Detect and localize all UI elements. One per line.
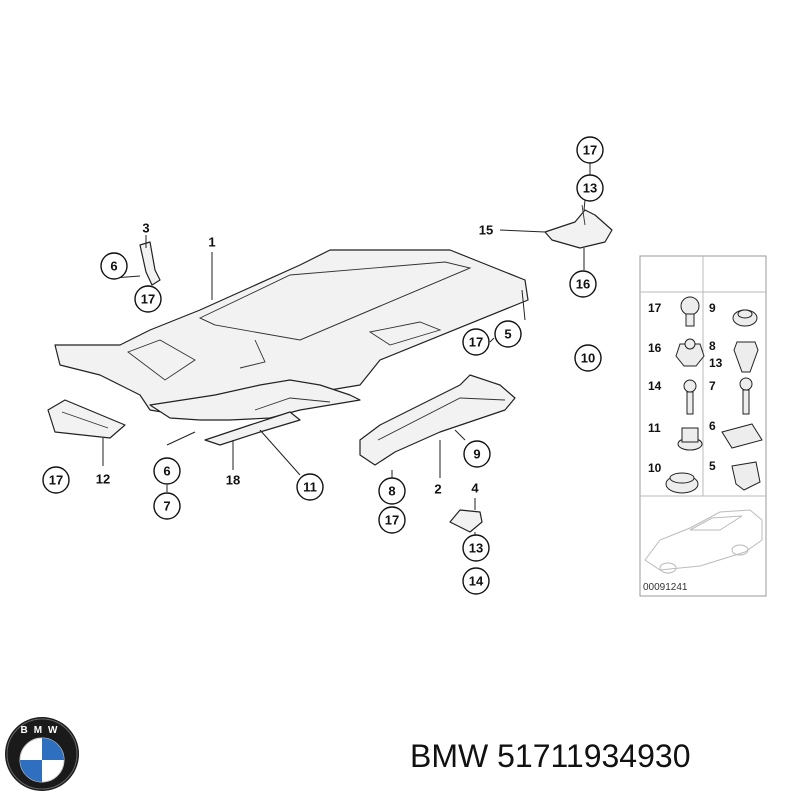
nut-icon: [675, 338, 705, 367]
callout-17-bottom-left: 17: [42, 466, 70, 494]
svg-text:6: 6: [163, 464, 170, 479]
spring-nut-icon: [721, 423, 763, 449]
callout-17-bottom: 17: [378, 506, 406, 534]
legend-5: 5: [709, 459, 716, 473]
side-shield-part: [359, 374, 516, 466]
label-2: 2: [434, 482, 441, 497]
svg-text:17: 17: [49, 473, 63, 488]
label-1: 1: [208, 235, 215, 250]
screw-icon-14: [683, 379, 697, 415]
callout-5: 5: [494, 320, 522, 348]
svg-text:17: 17: [141, 292, 155, 307]
fastener-legend: 17 9 16 8 13 14 7: [639, 255, 767, 597]
callout-10: 10: [574, 344, 602, 372]
bracket-strip-part: [204, 411, 301, 446]
svg-text:11: 11: [303, 480, 317, 495]
legend-9: 9: [709, 301, 716, 315]
bmw-logo: BMW: [5, 717, 79, 791]
callout-17-left: 17: [134, 285, 162, 313]
svg-text:10: 10: [581, 351, 595, 366]
callout-13-top: 13: [576, 174, 604, 202]
bracket-15-part: [544, 209, 613, 249]
label-12: 12: [96, 472, 110, 487]
callout-17-top: 17: [576, 136, 604, 164]
callout-13-bottom: 13: [462, 534, 490, 562]
svg-text:17: 17: [469, 335, 483, 350]
legend-16: 16: [648, 341, 662, 355]
legend-6: 6: [709, 419, 716, 433]
grommet-icon: [665, 472, 699, 494]
svg-text:17: 17: [385, 513, 399, 528]
svg-text:14: 14: [469, 574, 484, 589]
legend-8: 8: [709, 339, 716, 353]
leader-lines: [102, 163, 591, 538]
bracket-3-part: [139, 241, 161, 286]
part-number-caption: BMW 51711934930: [410, 738, 691, 774]
svg-text:8: 8: [388, 484, 395, 499]
svg-text:7: 7: [163, 499, 170, 514]
svg-text:5: 5: [504, 327, 511, 342]
svg-text:BMW: BMW: [21, 725, 64, 736]
diagram-reference-code: 00091241: [643, 582, 688, 593]
legend-13: 13: [709, 356, 723, 370]
clip-nut-icon: [731, 461, 761, 491]
callout-7: 7: [153, 492, 181, 520]
legend-14: 14: [648, 379, 662, 393]
label-18: 18: [226, 473, 240, 488]
svg-text:9: 9: [473, 447, 480, 462]
legend-11: 11: [648, 421, 661, 435]
svg-text:17: 17: [583, 143, 597, 158]
callout-16: 16: [569, 270, 597, 298]
label-4: 4: [471, 481, 479, 496]
svg-text:13: 13: [583, 181, 597, 196]
svg-text:6: 6: [110, 259, 117, 274]
callout-9: 9: [463, 440, 491, 468]
callout-6-left: 6: [100, 252, 128, 280]
underbody-shield-part: [54, 249, 529, 421]
callout-6-bottom: 6: [153, 457, 181, 485]
label-15: 15: [479, 223, 493, 238]
legend-7: 7: [709, 379, 716, 393]
label-3: 3: [142, 221, 149, 236]
car-outline-icon: [644, 509, 763, 574]
svg-text:16: 16: [576, 277, 590, 292]
clip-4-part: [449, 509, 483, 533]
callout-11: 11: [296, 473, 324, 501]
screw-icon-7: [739, 377, 753, 415]
expanding-clip-icon: [733, 341, 759, 373]
flange-nut-icon: [677, 427, 703, 451]
callout-14: 14: [462, 567, 490, 595]
plug-icon: [732, 309, 758, 327]
svg-text:13: 13: [469, 541, 483, 556]
legend-10: 10: [648, 461, 662, 475]
legend-17: 17: [648, 301, 662, 315]
screw-cap-icon: [680, 296, 700, 327]
callout-8: 8: [378, 477, 406, 505]
small-panel-part: [47, 399, 126, 439]
callout-17-mid: 17: [462, 328, 490, 356]
